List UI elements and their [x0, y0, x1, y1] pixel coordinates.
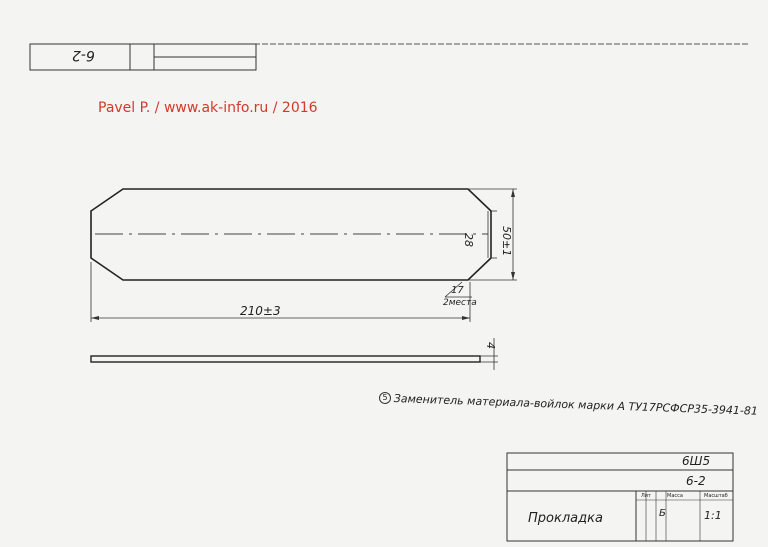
watermark-text: Pavel P. / www.ak-info.ru / 2016: [98, 100, 318, 116]
title-block-part-name: Прокладка: [528, 511, 603, 526]
header-code: 6-2: [72, 47, 95, 63]
dimension-outer-height: 50±1: [500, 226, 513, 257]
title-block-mass-label: Масса: [667, 493, 683, 499]
dimension-thickness: 4: [484, 342, 497, 349]
dimension-inner-height: 28: [462, 233, 475, 247]
title-block-sheet-code: 6-2: [686, 474, 706, 488]
dimension-chamfer-note: 2места: [443, 298, 477, 308]
title-block-scale-label: Масштаб: [704, 493, 728, 499]
title-block-lit-value: Б: [659, 508, 666, 519]
title-block-lit-label: Лит: [641, 493, 651, 499]
title-block-scale: 1:1: [704, 509, 722, 522]
dimension-length: 210±3: [240, 304, 281, 318]
title-block-designation: 6Ш5: [682, 454, 711, 468]
dimension-chamfer: 17: [451, 285, 464, 296]
note-marker: 5: [379, 392, 391, 404]
side-view: [90, 355, 481, 363]
